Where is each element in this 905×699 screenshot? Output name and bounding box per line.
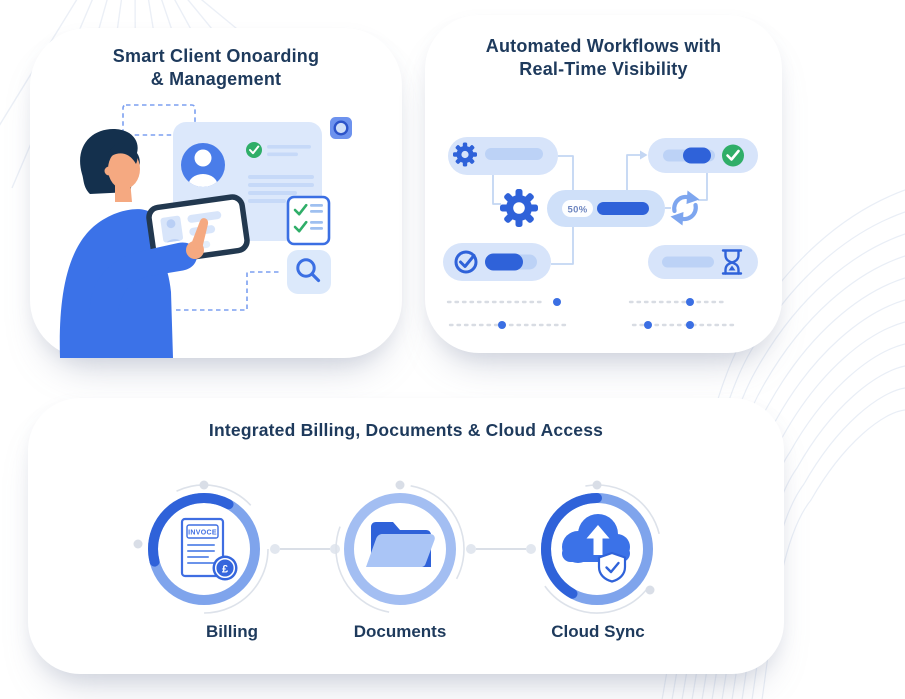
- cloud-upload-icon: [562, 514, 630, 583]
- pointing-finger: [190, 218, 209, 249]
- decor-arcs: [139, 484, 662, 614]
- arrow-head-icon: [640, 150, 648, 160]
- timeline-rows: [446, 300, 739, 327]
- invoice-label: INVOCE: [188, 530, 217, 537]
- title-line: Real-Time Visibility: [519, 59, 688, 80]
- card-title-onboarding: Smart Client Onoarding & Management: [30, 45, 402, 92]
- person-arm: [89, 218, 209, 314]
- gear-icon-large: [500, 189, 538, 227]
- card-onboarding: Smart Client Onoarding & Management: [30, 28, 402, 358]
- workflow-node-config: [448, 137, 558, 175]
- upload-arrow-icon: [586, 525, 610, 555]
- person-ear: [104, 166, 114, 176]
- feature-label-billing: Billing: [206, 622, 258, 641]
- gear-icon: [453, 142, 477, 167]
- hourglass-icon: [721, 249, 743, 275]
- dashed-connector: [176, 271, 282, 311]
- feature-label-documents: Documents: [353, 622, 447, 641]
- workflow-node-progress: 50%: [547, 190, 665, 227]
- card-integrated: Integrated Billing, Documents & Cloud Ac…: [28, 398, 784, 674]
- timeline-dots: [498, 298, 694, 329]
- title-line: Automated Workflows with: [485, 36, 722, 56]
- check-badge-icon: [454, 250, 478, 274]
- currency-label: £: [222, 564, 228, 576]
- profile-text-lines: [248, 145, 314, 203]
- card-title-workflows: Automated Workflows with Real-Time Visib…: [425, 35, 782, 82]
- title-line: & Management: [150, 69, 282, 90]
- camera-icon: [330, 117, 352, 139]
- progress-fill: [597, 202, 649, 215]
- folder-icon: [366, 522, 435, 567]
- check-circle-icon: [722, 144, 744, 167]
- verified-check-icon: [246, 142, 262, 158]
- title-line: Smart Client Onoarding: [112, 46, 320, 66]
- workflow-node-pending: [648, 245, 758, 279]
- workflow-diagram: 50%: [443, 137, 758, 329]
- onboarding-illustration: [59, 104, 352, 358]
- checklist-icon: [286, 195, 331, 246]
- person-face: [108, 149, 140, 189]
- dashed-placeholder-box: [122, 104, 196, 136]
- invoice-icon: INVOCE £: [180, 517, 238, 581]
- percent-badge: [562, 200, 593, 217]
- feature-label-cloudsync: Cloud Sync: [551, 622, 645, 641]
- progress-percent-label: 50%: [568, 205, 588, 216]
- progress-bar: [485, 148, 543, 160]
- progress-fill: [485, 253, 523, 271]
- pound-badge-icon: £: [212, 555, 238, 581]
- card-workflows: Automated Workflows with Real-Time Visib…: [425, 15, 782, 353]
- decor-dots: [133, 480, 655, 595]
- progress-fill: [683, 147, 711, 164]
- refresh-icon: [670, 190, 700, 226]
- integrated-illustration: INVOCE £: [133, 480, 662, 614]
- card-title-integrated: Integrated Billing, Documents & Cloud Ac…: [208, 420, 604, 440]
- avatar-icon: [181, 143, 225, 187]
- workflow-node-approved: [443, 243, 551, 281]
- search-icon: [287, 250, 331, 294]
- progress-bar: [662, 256, 714, 268]
- workflow-connectors: [492, 154, 708, 265]
- shield-check-icon: [597, 551, 627, 583]
- feature-connectors: [270, 544, 536, 554]
- workflow-node-complete: [648, 138, 758, 173]
